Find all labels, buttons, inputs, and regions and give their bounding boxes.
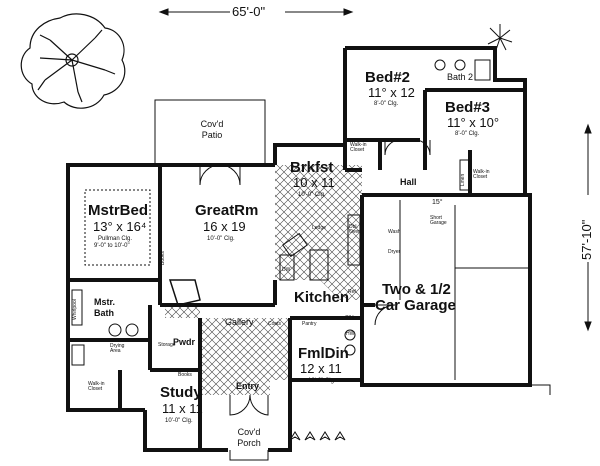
ch-label: C/H (345, 315, 354, 321)
thin-lines (71, 59, 551, 461)
slope-label: 15° (432, 199, 443, 206)
door-swings (199, 139, 431, 416)
linen-label: Linen (460, 173, 466, 186)
walkin-closet-bed2-label: Walk-in Closet (350, 142, 367, 153)
greatrm-size: 16 x 19 (203, 219, 246, 234)
study-size: 11 x 11 (162, 401, 203, 416)
walkin-closet-bed3-label: Walk-in Closet (473, 169, 490, 180)
books-great-label: Books (160, 251, 166, 265)
mstrbath-name-line2: Bath (94, 308, 114, 318)
kitchen-name: Kitchen (294, 289, 350, 306)
fmldin-name: FmlDin (298, 345, 349, 362)
entry-name: Entry (236, 381, 260, 391)
patio-name-line2: Patio (201, 130, 223, 140)
study-name: Study (160, 384, 202, 401)
greatrm-ceiling: 10'-0" Clg. (207, 236, 235, 242)
mstrbath-name-line1: Mstr. (94, 297, 116, 307)
whirlpool-label: Whirlpool (72, 299, 78, 320)
overall-depth-dimension: 57'-10" (579, 219, 594, 260)
wash-label: Wash (388, 229, 401, 235)
garage-name-line2: Car Garage (375, 297, 456, 314)
porch-shrubs (289, 431, 346, 441)
brkfst-size: 10 x 11 (293, 175, 335, 190)
ledge-label: Ledge (312, 225, 326, 231)
pantry-label: Pantry (302, 321, 317, 327)
bed2-name: Bed#2 (365, 69, 411, 86)
hw-label: HW (346, 331, 355, 337)
dbl-oven-label: Dbl. Oven (349, 224, 361, 235)
study-ceiling: 10'-0" Clg. (165, 418, 193, 424)
porch-name-line1: Cov'd (237, 427, 261, 437)
porch-name-line2: Porch (237, 438, 261, 448)
bed2-size: 11° x 12 (368, 85, 415, 100)
bed3-ceiling: 8'-0" Clg. (455, 131, 480, 137)
bed3-size: 11° x 10° (447, 115, 500, 130)
gallery-name: Gallery (225, 317, 254, 327)
mstrbed-name: MstrBed (88, 202, 149, 219)
brkfst-ceiling: 10'-0" Clg. (298, 192, 326, 198)
ref-label: Ref. (348, 289, 358, 295)
bed3-name: Bed#3 (445, 99, 491, 116)
garage-name-line1: Two & 1/2 (382, 281, 451, 298)
walls (66, 46, 532, 452)
drying-area-label: Drying Area (110, 343, 125, 354)
bed2-ceiling: 8'-0" Clg. (374, 101, 399, 107)
mstrbed-size: 13° x 16⁴ (93, 219, 147, 234)
tiled-floor-areas (165, 165, 362, 395)
storage-label: Storage (158, 342, 176, 348)
dryer-label: Dryer (388, 249, 401, 255)
fmldin-size: 12 x 11 (300, 361, 342, 376)
mstrbed-ceiling-line2: 9'-0" to 10'-0" (94, 243, 130, 249)
coats-label: Coats (268, 321, 282, 327)
fmldin-ceiling: 10'-0" Clg. (308, 378, 336, 384)
books-study-label: Books (178, 372, 192, 378)
dimension-lines (158, 8, 592, 332)
shrub-drawing (487, 24, 513, 51)
brkfst-name: Brkfst (290, 159, 334, 176)
mstrbed-ceiling-line1: Pullman Clg. (98, 236, 133, 242)
tree-drawing (20, 13, 126, 109)
pwdr-name: Pwdr (173, 337, 196, 347)
walkin-closet-master-label: Walk-in Closet (88, 381, 105, 392)
greatrm-name: GreatRm (195, 202, 259, 219)
short-garage-label: Short Garage (430, 215, 447, 226)
hall-name: Hall (400, 177, 417, 187)
patio-name-line1: Cov'd (200, 119, 224, 129)
bath2-name: Bath 2 (447, 72, 474, 82)
dw-label: DW (282, 267, 291, 273)
overall-width-dimension: 65'-0" (232, 4, 266, 19)
